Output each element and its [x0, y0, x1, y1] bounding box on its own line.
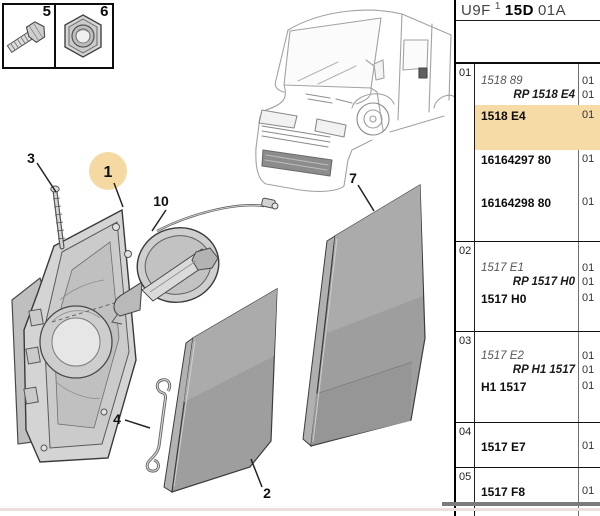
callout-label-7: 7: [349, 170, 357, 186]
callout-part-4[interactable]: 4: [113, 411, 151, 429]
catalog-code-sup: 1: [494, 1, 501, 12]
catalog-code-mid: 15D: [504, 1, 534, 19]
part-number: RP 1517 H0: [512, 276, 575, 288]
part-row-selected[interactable]: 1518 E4 01: [475, 109, 600, 124]
qty-value: 01: [582, 196, 595, 208]
callout-part-10[interactable]: 10: [151, 193, 169, 232]
part-row[interactable]: 1517 F8 01: [475, 485, 600, 500]
callout-label-5: 5: [42, 3, 51, 20]
section-03: 03 1517 E2 01 RP H1 1517 01 H1 1517 01: [456, 332, 600, 423]
selected-row-highlight: [475, 105, 600, 150]
callout-label-6: 6: [100, 3, 109, 20]
callout-label-2: 2: [263, 485, 271, 501]
callout-part-1[interactable]: 1: [89, 152, 127, 208]
catalog-code-suffix: 01A: [537, 1, 567, 19]
parts-table: 01 1518 89 01 RP 1518 E4 01 1518 E4 01 1…: [456, 64, 600, 516]
part-4-spring: [145, 378, 172, 473]
part-number: 1517 E1: [481, 262, 524, 274]
callout-label-1: 1: [104, 164, 113, 181]
part-row[interactable]: 1517 E1 01: [475, 262, 600, 277]
part-number: H1 1517: [481, 380, 527, 394]
part-number: 1517 F8: [481, 485, 526, 499]
catalog-code-prefix: U9F: [461, 1, 491, 19]
part-number: 16164298 80: [481, 196, 552, 210]
part-number: 1518 E4: [481, 109, 526, 123]
callout-label-3: 3: [27, 150, 35, 166]
part-number: 1517 E2: [481, 350, 524, 362]
part-row[interactable]: 16164298 80 01: [475, 196, 600, 211]
part-number: RP H1 1517: [512, 364, 575, 376]
qty-value: 01: [582, 440, 595, 452]
part-row[interactable]: 1517 E7 01: [475, 440, 600, 455]
van-fuel-flap-marker: [418, 67, 428, 79]
part-number: 1517 E7: [481, 440, 526, 454]
part-row[interactable]: 1518 89 01: [475, 75, 600, 90]
part-number: 16164297 80: [481, 153, 552, 167]
table-divider-left: [474, 64, 475, 516]
callout-part-2[interactable]: 2: [250, 458, 271, 501]
part-row[interactable]: RP H1 1517 01: [475, 364, 600, 379]
qty-value: 01: [582, 262, 595, 274]
section-04: 04 1517 E7 01: [456, 423, 600, 468]
qty-value: 01: [582, 89, 595, 101]
nut-icon: [63, 14, 102, 58]
qty-value: 01: [582, 292, 595, 304]
section-number: 01: [459, 67, 472, 79]
part-row[interactable]: RP 1518 E4 01: [475, 89, 600, 104]
part-1-filler-housing: [11, 208, 137, 463]
qty-value: 01: [582, 75, 595, 87]
part-10-fuel-cap: [111, 197, 279, 325]
qty-value: 01: [582, 276, 595, 288]
section-number: 02: [459, 245, 472, 257]
page-bottom-shadow: [442, 502, 600, 506]
section-05: 05 1517 F8 01: [456, 468, 600, 516]
callout-label-4: 4: [113, 411, 121, 427]
part-row[interactable]: 1517 E2 01: [475, 350, 600, 365]
catalog-code: U9F 1 15D 01A: [456, 0, 600, 21]
part-row[interactable]: H1 1517 01: [475, 380, 600, 395]
part-2-flap-panel: [163, 287, 278, 493]
van-illustration: [255, 9, 456, 192]
section-number: 03: [459, 335, 472, 347]
section-01: 01 1518 89 01 RP 1518 E4 01 1518 E4 01 1…: [456, 64, 600, 242]
qty-value: 01: [582, 350, 595, 362]
part-row[interactable]: 16164297 80 01: [475, 153, 600, 168]
qty-value: 01: [582, 364, 595, 376]
qty-value: 01: [582, 153, 595, 165]
part-3-screw: [50, 185, 66, 250]
part-7-flap-panel: [302, 183, 426, 448]
qty-value: 01: [582, 485, 595, 497]
table-divider-qty: [578, 64, 579, 516]
part-number: 1517 H0: [481, 292, 527, 306]
page-bottom-edge: [0, 508, 600, 511]
callout-part-7[interactable]: 7: [349, 170, 375, 212]
callout-part-3[interactable]: 3: [27, 150, 57, 193]
part-number: 1518 89: [481, 75, 523, 87]
part-row[interactable]: RP 1517 H0 01: [475, 276, 600, 291]
qty-value: 01: [582, 109, 595, 121]
section-number: 04: [459, 426, 472, 438]
callout-highlight-circle: [89, 152, 127, 190]
header-empty-box: [456, 21, 600, 64]
hardware-box-bolt[interactable]: 5: [2, 3, 56, 69]
parts-list-panel: U9F 1 15D 01A 01 1518 89 01 RP 1518 E4 0…: [454, 0, 600, 516]
hardware-box-nut[interactable]: 6: [53, 3, 114, 69]
part-row[interactable]: 1517 H0 01: [475, 292, 600, 307]
qty-value: 01: [582, 380, 595, 392]
callout-label-10: 10: [153, 193, 169, 209]
section-number: 05: [459, 471, 472, 483]
part-number: RP 1518 E4: [513, 89, 575, 101]
section-02: 02 1517 E1 01 RP 1517 H0 01 1517 H0 01: [456, 242, 600, 332]
hardware-boxes: 5 6: [2, 3, 114, 69]
bolt-icon: [6, 21, 46, 54]
